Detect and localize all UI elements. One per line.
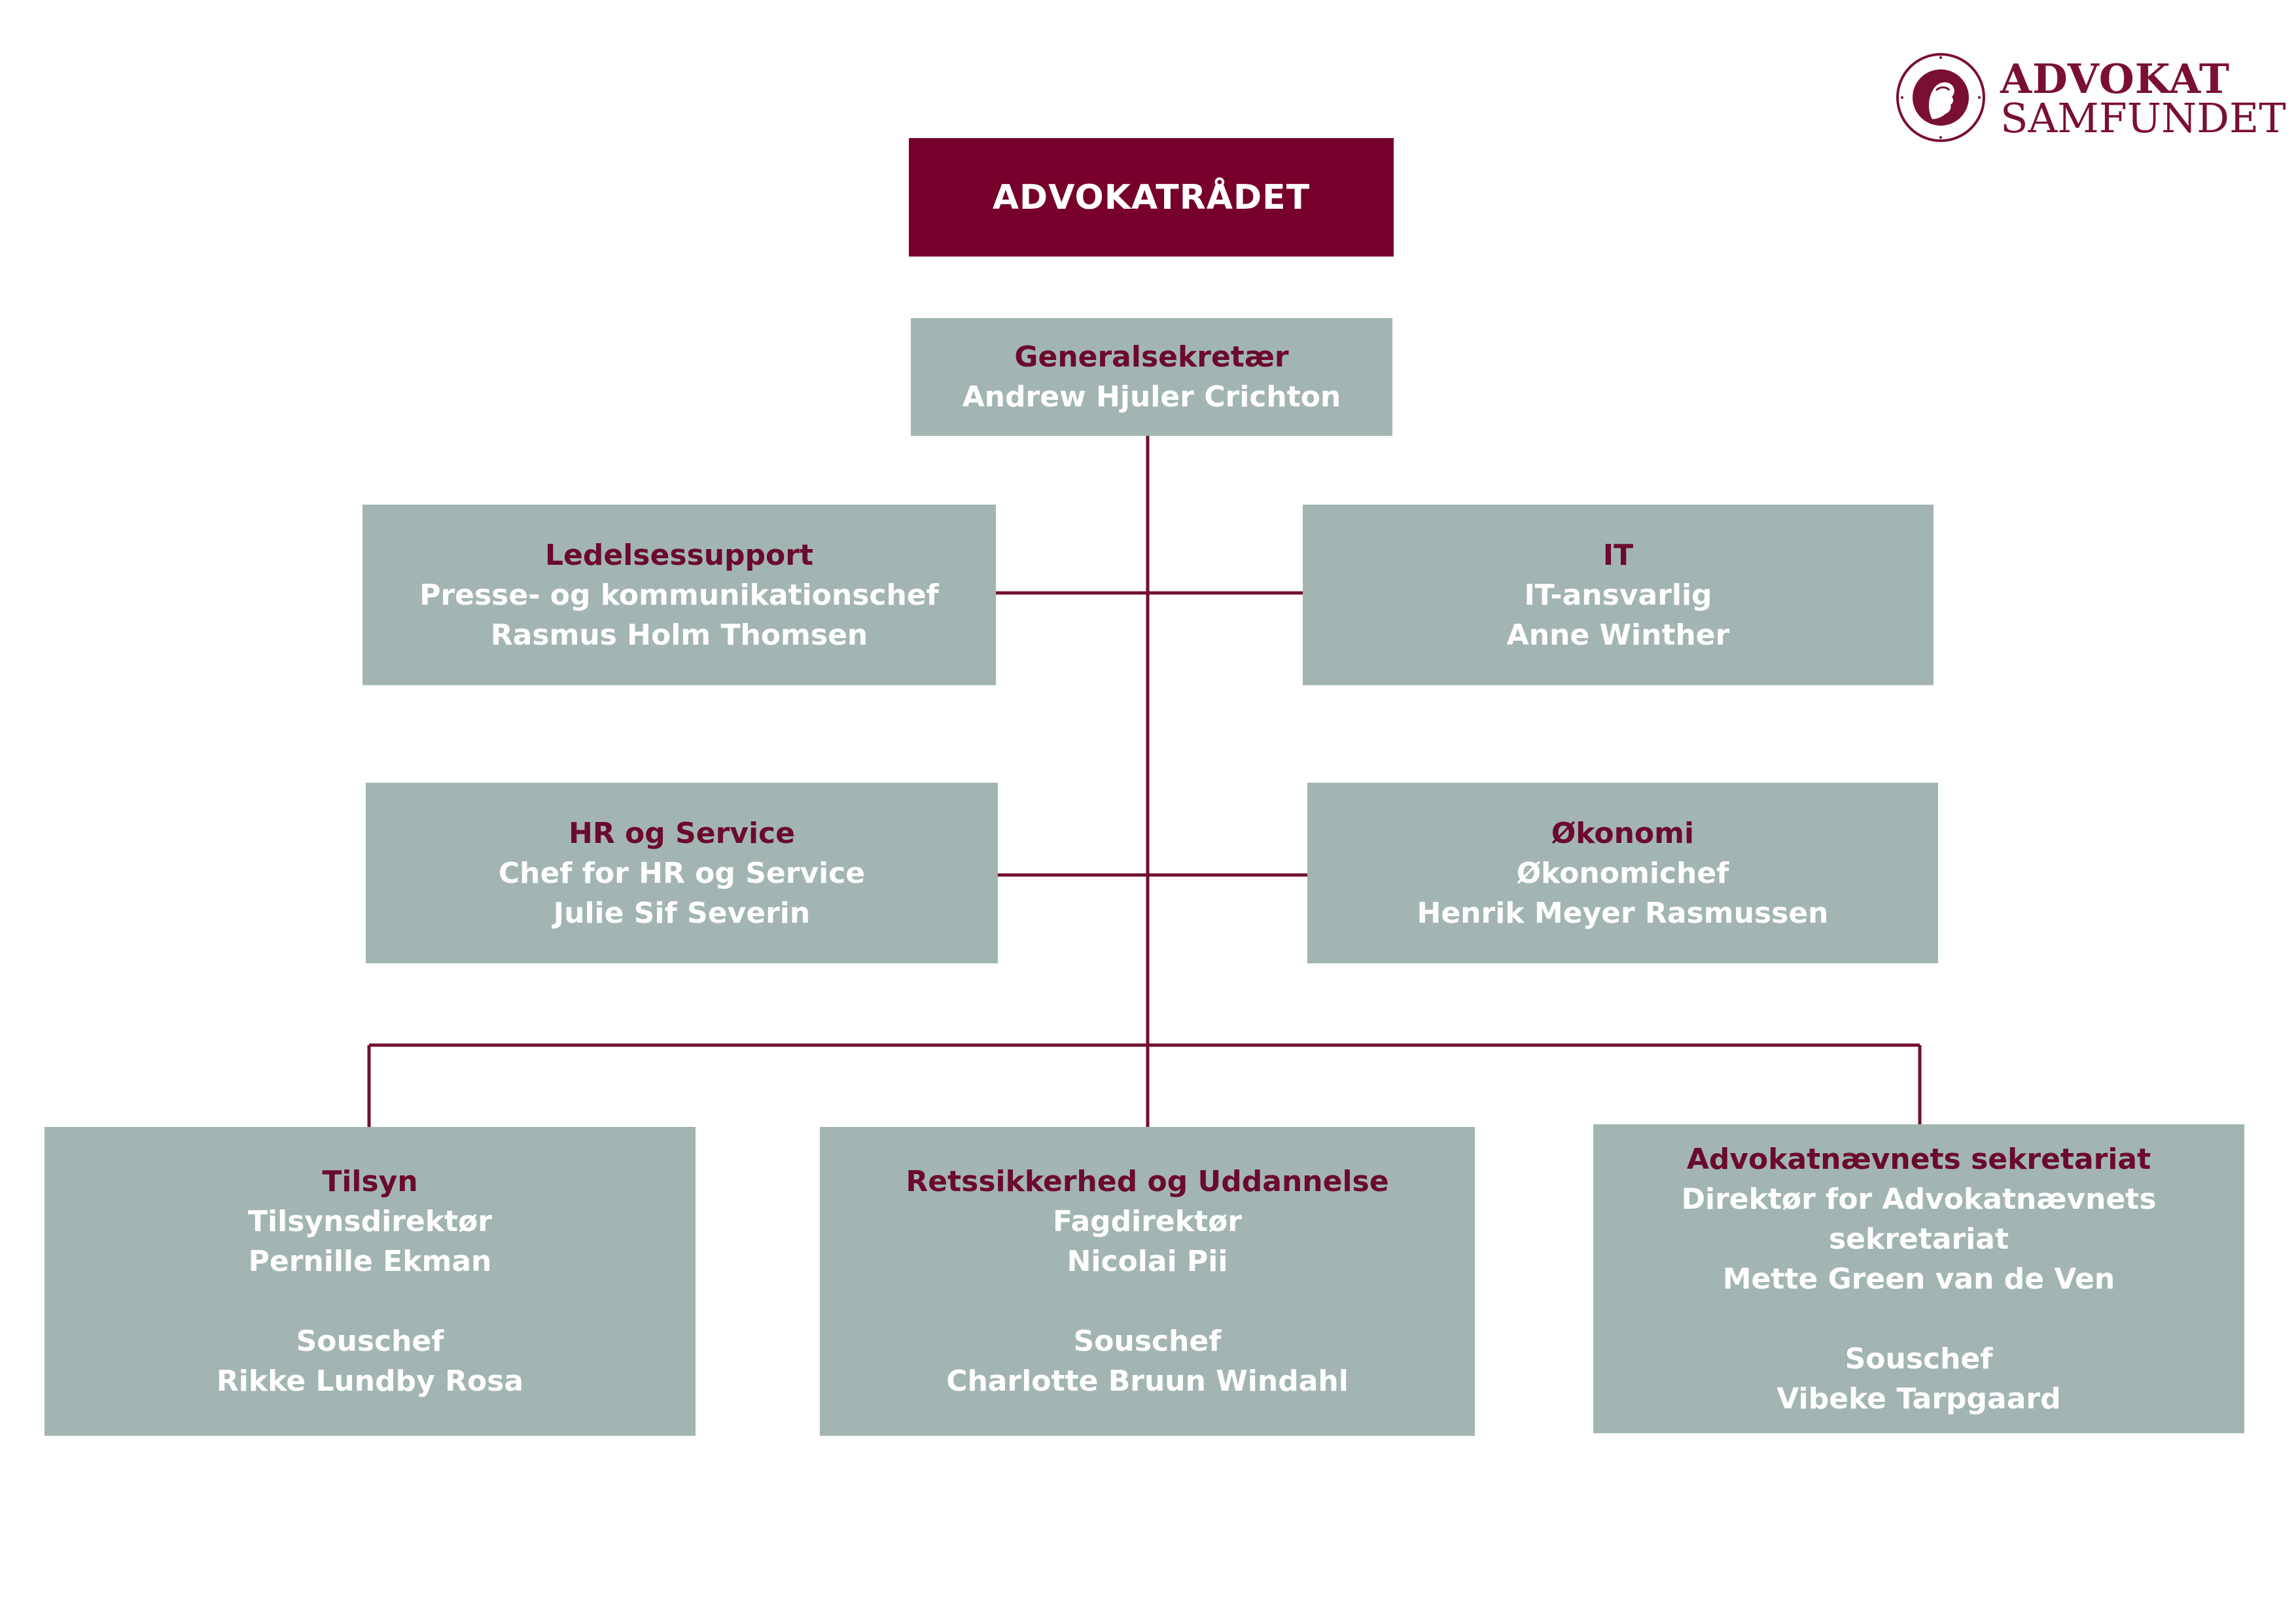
department-box-it: IT IT-ansvarlig Anne Winther [1303, 505, 1934, 685]
department-title: HR og Service [569, 816, 795, 850]
department-role: Chef for HR og Service [498, 856, 866, 890]
deputy-name: Rikke Lundby Rosa [216, 1364, 524, 1398]
council-box: ADVOKATRÅDET [909, 138, 1394, 257]
general-secretary-box: Generalsekretær Andrew Hjuler Crichton [911, 318, 1392, 436]
logo-word-advokat: ADVOKAT [2000, 55, 2231, 103]
department-box-hr: HR og Service Chef for HR og Service Jul… [366, 783, 998, 963]
department-title: Ledelsessupport [545, 538, 813, 572]
department-name: Anne Winther [1506, 618, 1730, 652]
department-name: Nicolai Pii [1067, 1245, 1228, 1278]
advokatsamfundet-logo: ADVOKAT SAMFUNDET [1894, 51, 2286, 144]
deputy-name: Charlotte Bruun Windahl [946, 1364, 1349, 1398]
department-name: Rasmus Holm Thomsen [490, 618, 868, 652]
deputy-role: Souschef [296, 1325, 444, 1358]
department-name: Mette Green van de Ven [1722, 1262, 2115, 1296]
deputy-role: Souschef [1845, 1342, 1993, 1376]
deputy-name: Vibeke Tarpgaard [1776, 1382, 2061, 1416]
deputy-role: Souschef [1073, 1325, 1222, 1358]
department-role: Tilsynsdirektør [248, 1205, 492, 1238]
department-title: Retssikkerhed og Uddannelse [906, 1165, 1389, 1198]
general-secretary-title: Generalsekretær [1014, 340, 1289, 374]
seal-icon [1896, 53, 1985, 142]
department-box-okonomi: Økonomi Økonomichef Henrik Meyer Rasmuss… [1307, 783, 1938, 963]
department-name: Pernille Ekman [248, 1245, 492, 1278]
department-box-retssikkerhed: Retssikkerhed og Uddannelse Fagdirektør … [820, 1127, 1475, 1436]
department-box-tilsyn: Tilsyn Tilsynsdirektør Pernille Ekman So… [44, 1127, 696, 1436]
general-secretary-name: Andrew Hjuler Crichton [962, 380, 1341, 414]
department-title: Tilsyn [322, 1165, 418, 1198]
department-title: IT [1602, 538, 1634, 572]
department-title: Advokatnævnets sekretariat [1686, 1142, 2151, 1176]
department-box-advokatnaevnet: Advokatnævnets sekretariat Direktør for … [1593, 1124, 2244, 1433]
department-name: Henrik Meyer Rasmussen [1417, 896, 1829, 930]
department-title: Økonomi [1551, 816, 1695, 850]
department-name: Julie Sif Severin [553, 896, 811, 930]
department-role: Direktør for Advokatnævnets sekretariat [1681, 1182, 2157, 1256]
council-title: ADVOKATRÅDET [992, 177, 1311, 217]
logo-word-samfundet: SAMFUNDET [2000, 94, 2286, 142]
department-box-ledelsessupport: Ledelsessupport Presse- og kommunikation… [362, 505, 996, 685]
department-role: Fagdirektør [1052, 1205, 1242, 1238]
department-role: Økonomichef [1516, 856, 1729, 890]
department-role: IT-ansvarlig [1524, 578, 1712, 612]
department-role: Presse- og kommunikationschef [419, 578, 939, 612]
